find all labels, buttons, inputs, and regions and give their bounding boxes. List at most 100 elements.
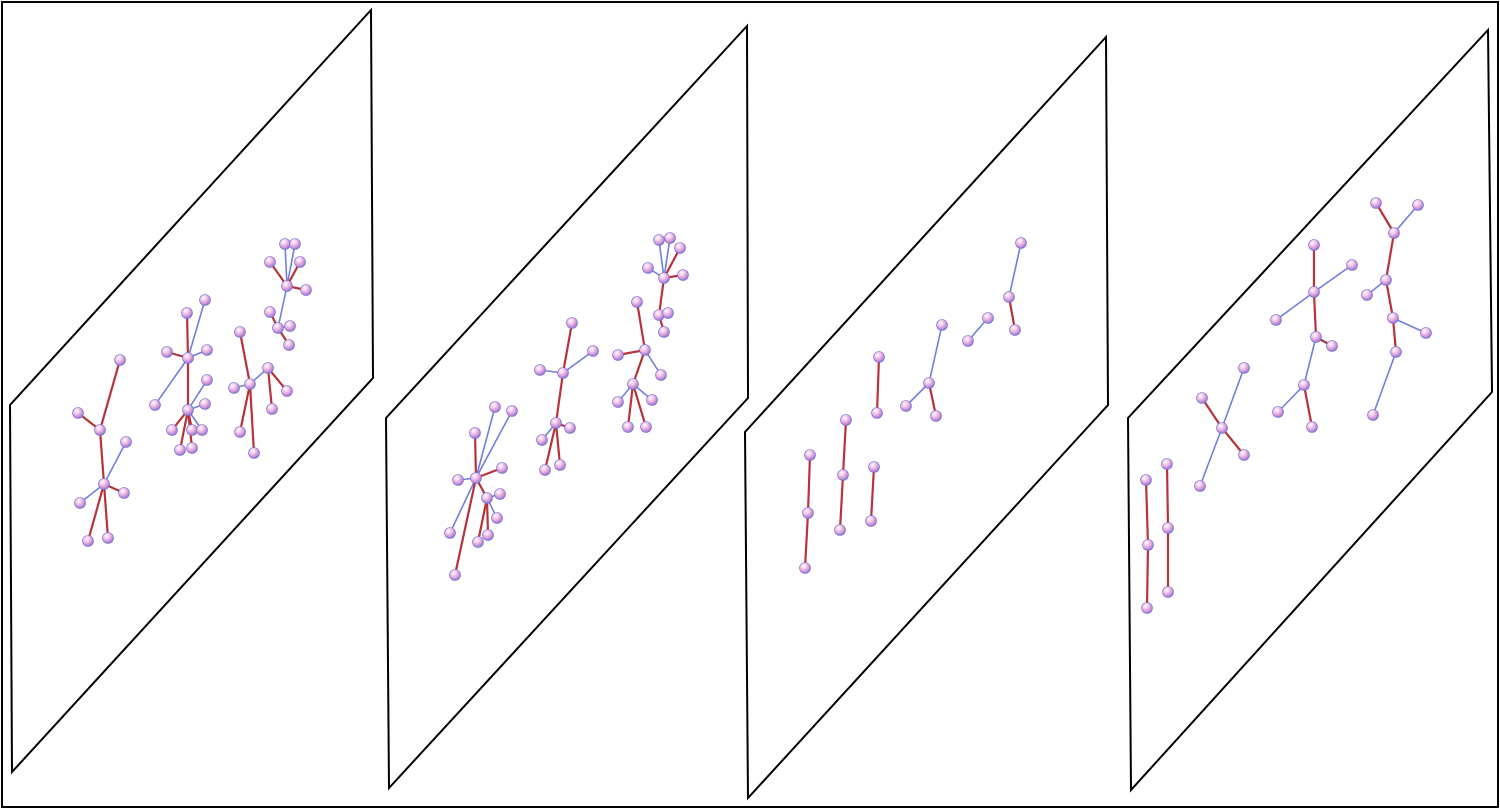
atom bbox=[1306, 421, 1318, 433]
atom bbox=[264, 306, 276, 318]
atom bbox=[248, 447, 260, 459]
atom bbox=[244, 378, 256, 390]
molecule bbox=[1361, 197, 1432, 421]
atom bbox=[120, 436, 132, 448]
atom bbox=[962, 335, 974, 347]
bond bbox=[657, 276, 666, 317]
bond bbox=[187, 299, 206, 359]
atom bbox=[1216, 422, 1228, 434]
atom bbox=[266, 403, 278, 415]
atom bbox=[1142, 539, 1154, 551]
bond bbox=[185, 311, 190, 360]
bond bbox=[1374, 201, 1396, 235]
molecule bbox=[871, 351, 885, 419]
atom bbox=[868, 461, 880, 473]
bond bbox=[806, 453, 812, 515]
atom bbox=[201, 374, 213, 386]
atom bbox=[664, 232, 676, 244]
bond bbox=[875, 355, 881, 415]
bond bbox=[562, 350, 594, 374]
bond bbox=[1372, 351, 1397, 416]
atom bbox=[566, 317, 578, 329]
atom bbox=[655, 369, 667, 381]
atom bbox=[1272, 406, 1284, 418]
atom bbox=[1140, 474, 1152, 486]
atom bbox=[118, 487, 130, 499]
molecule bbox=[865, 461, 880, 527]
atom bbox=[677, 269, 689, 281]
atom bbox=[284, 320, 296, 332]
atom bbox=[1361, 289, 1373, 301]
atom bbox=[199, 294, 211, 306]
bond bbox=[1302, 383, 1314, 429]
molecule bbox=[900, 319, 948, 422]
atom bbox=[587, 345, 599, 357]
atom bbox=[539, 464, 551, 476]
atom bbox=[1380, 274, 1392, 286]
atom bbox=[264, 256, 276, 268]
bond bbox=[658, 239, 665, 279]
bond bbox=[1384, 231, 1396, 282]
bond bbox=[154, 357, 189, 406]
bond bbox=[1145, 543, 1150, 610]
atom bbox=[294, 256, 306, 268]
bond bbox=[449, 477, 477, 534]
atom bbox=[1326, 340, 1338, 352]
atom bbox=[834, 524, 846, 536]
atom bbox=[481, 492, 493, 504]
molecule bbox=[612, 296, 667, 433]
atom bbox=[114, 354, 126, 366]
atom bbox=[1308, 286, 1320, 298]
atom bbox=[149, 399, 161, 411]
bond bbox=[1199, 427, 1223, 487]
atom bbox=[1194, 480, 1206, 492]
atom bbox=[622, 421, 634, 433]
atom bbox=[658, 326, 670, 338]
atom bbox=[1009, 324, 1021, 336]
bond bbox=[1384, 278, 1395, 320]
atom bbox=[496, 462, 508, 474]
atom bbox=[900, 400, 912, 412]
molecule bbox=[1270, 239, 1358, 433]
atom bbox=[1367, 409, 1379, 421]
atom bbox=[279, 238, 291, 250]
bond bbox=[284, 243, 288, 287]
bond bbox=[98, 428, 106, 486]
molecule bbox=[1194, 362, 1250, 492]
atom bbox=[1161, 458, 1173, 470]
atom bbox=[482, 529, 494, 541]
bond bbox=[554, 371, 565, 425]
atom bbox=[491, 512, 503, 524]
bond bbox=[1220, 426, 1246, 457]
atom bbox=[923, 377, 935, 389]
molecule bbox=[1140, 474, 1154, 614]
molecule bbox=[642, 232, 689, 338]
plane-outline bbox=[743, 34, 1110, 801]
atom bbox=[289, 238, 301, 250]
atom bbox=[272, 322, 284, 334]
bond bbox=[1221, 367, 1245, 429]
atom bbox=[674, 242, 686, 254]
bond bbox=[1165, 462, 1170, 530]
molecule bbox=[228, 326, 293, 459]
atom bbox=[802, 507, 814, 519]
atom bbox=[639, 344, 651, 356]
atom bbox=[281, 385, 293, 397]
bond bbox=[838, 473, 845, 532]
atom bbox=[102, 532, 114, 544]
atom bbox=[1308, 239, 1320, 251]
bond bbox=[473, 431, 478, 480]
bond bbox=[453, 476, 478, 577]
atom bbox=[799, 562, 811, 574]
molecule bbox=[962, 312, 994, 347]
atom bbox=[1141, 602, 1153, 614]
panel-1 bbox=[8, 7, 375, 775]
atom bbox=[564, 422, 576, 434]
atom bbox=[930, 410, 942, 422]
atom bbox=[1420, 327, 1432, 339]
bond bbox=[1313, 264, 1353, 293]
bond bbox=[1312, 290, 1318, 339]
atom bbox=[871, 407, 883, 419]
bond bbox=[178, 408, 190, 452]
molecule bbox=[72, 354, 132, 547]
